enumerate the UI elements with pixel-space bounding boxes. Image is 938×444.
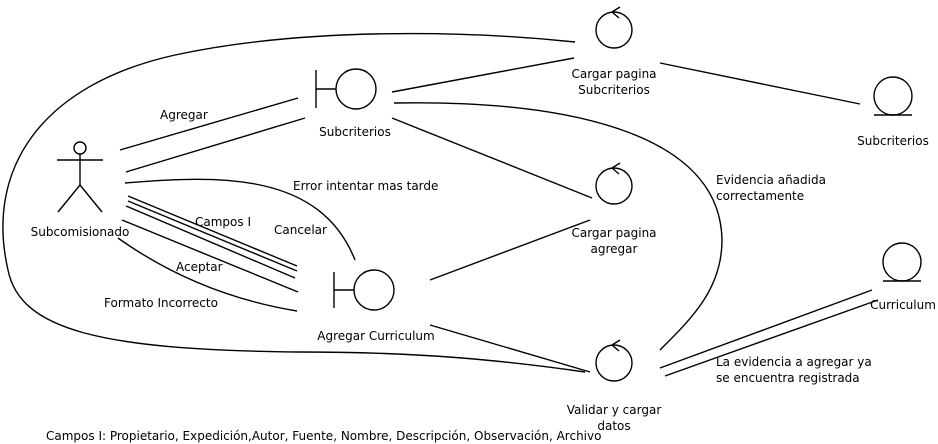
link-campos-i-b [127,200,298,272]
link-subcriterios-cargar [391,57,575,93]
entity-subcriterios-label: Subcriterios [857,134,929,148]
arc-actor-validar [7,269,586,373]
message-evidencia-registrada: La evidencia a agregar ya se encuentra r… [716,355,872,385]
boundary-agregar-curriculum-label: Agregar Curriculum [317,329,435,343]
control-validar-label: Validar y cargar datos [566,403,662,433]
message-formato-incorrecto: Formato Incorrecto [104,296,218,310]
link-campos-i-a [127,195,298,267]
message-agregar: Agregar [160,108,208,122]
link-validar-curriculum-b [664,299,879,377]
message-aceptar: Aceptar [176,260,223,274]
control-icon [595,339,633,382]
link-cancelar [125,205,296,279]
link-subcriterios-cargar-agregar [391,117,593,199]
link-actor-subcriterios-a [119,97,299,151]
message-cancelar: Cancelar [274,223,327,237]
link-curriculum-cargar-agregar [429,219,591,281]
message-campos-i: Campos I [195,215,251,229]
control-icon [595,6,633,49]
actor-icon [57,141,103,213]
link-validar-curriculum-a [659,289,873,369]
control-cargar-agregar-label: Cargar pagina agregar [571,226,657,256]
link-formato-incorrecto [117,237,298,312]
entity-icon [882,242,922,282]
link-aceptar [121,219,299,293]
message-evidencia-anadida: Evidencia añadida correctamente [716,173,826,203]
link-actor-subcriterios-b [125,117,306,173]
actor-label: Subcomisionado [30,225,130,239]
boundary-icon [333,269,395,311]
link-cargar-entity-subcriterios [659,62,861,105]
link-error-intentar [124,178,356,261]
message-error-intentar: Error intentar mas tarde [293,179,439,193]
control-cargar-subcriterios-label: Cargar pagina Subcriterios [571,67,657,97]
control-icon [595,162,633,205]
arc-actor-cargar-subcriterios [2,32,576,271]
link-evidencia-anadida [393,102,723,351]
entity-icon [873,76,913,116]
entity-curriculum-label: Curriculum [870,298,936,312]
boundary-icon [315,68,377,110]
link-curriculum-validar [429,324,591,373]
boundary-subcriterios-label: Subcriterios [319,125,391,139]
footnote: Campos I: Propietario, Expedición,Autor,… [46,429,602,443]
associations [2,32,879,377]
